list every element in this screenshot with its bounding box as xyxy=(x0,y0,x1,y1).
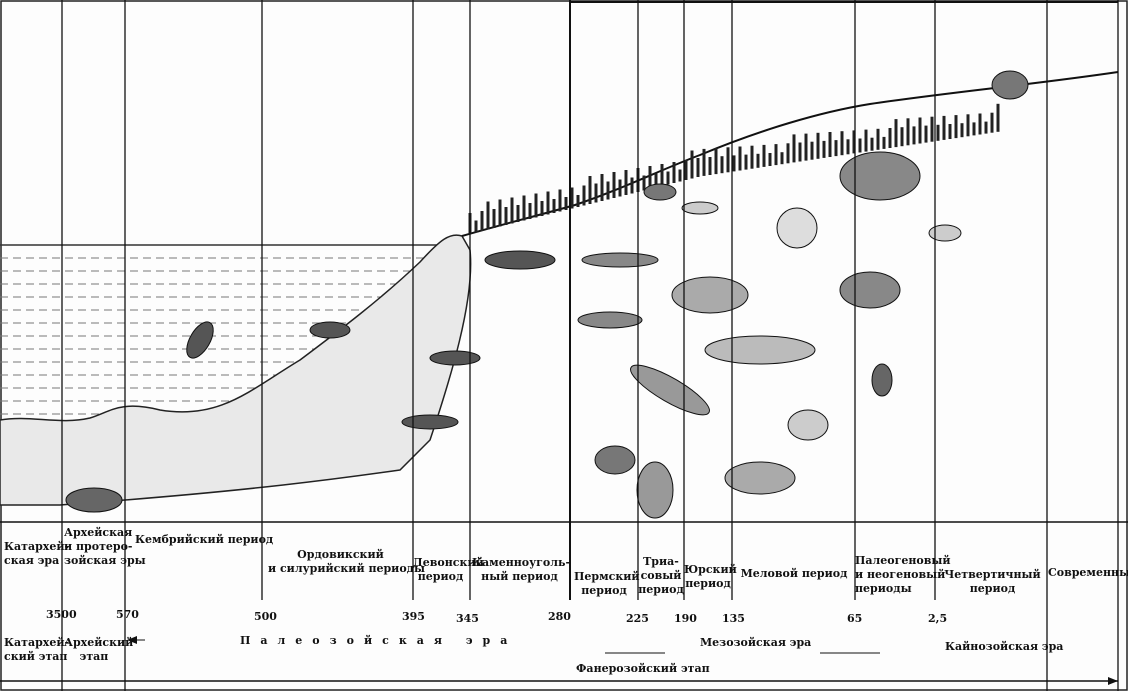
age-395: 395 xyxy=(402,610,425,623)
age-135: 135 xyxy=(722,612,745,625)
mesozoic-era: Мезозойская эра xyxy=(700,636,812,649)
phanerozoic-stage: Фанерозойский этап xyxy=(576,662,710,675)
period-modern: Современные xyxy=(1048,566,1128,579)
cenozoic-era: Кайнозойская эра xyxy=(945,640,1064,653)
age-345: 345 xyxy=(456,612,479,625)
age-500: 500 xyxy=(254,610,277,623)
age-570: 570 xyxy=(116,608,139,621)
period-cretaceous: Меловой период xyxy=(740,567,848,580)
period-cambrian: Кембрийский период xyxy=(135,533,274,546)
age-225: 225 xyxy=(626,612,649,625)
age-65: 65 xyxy=(847,612,863,625)
katarchean-stage: Катархей-ский этап xyxy=(4,636,70,663)
seabed xyxy=(0,234,472,506)
age-3500: 3500 xyxy=(46,608,77,621)
timeline-grid xyxy=(61,0,1119,691)
fossil-organisms xyxy=(65,70,1029,519)
age-280: 280 xyxy=(548,610,571,623)
period-katarchean: Катархей-ская эра xyxy=(4,540,70,567)
age-190: 190 xyxy=(674,612,697,625)
period-carboniferous: Каменноуголь-ный период xyxy=(472,556,571,583)
age-2-5: 2,5 xyxy=(928,612,948,625)
paleozoic-era: Палеозойская эра xyxy=(240,634,518,647)
